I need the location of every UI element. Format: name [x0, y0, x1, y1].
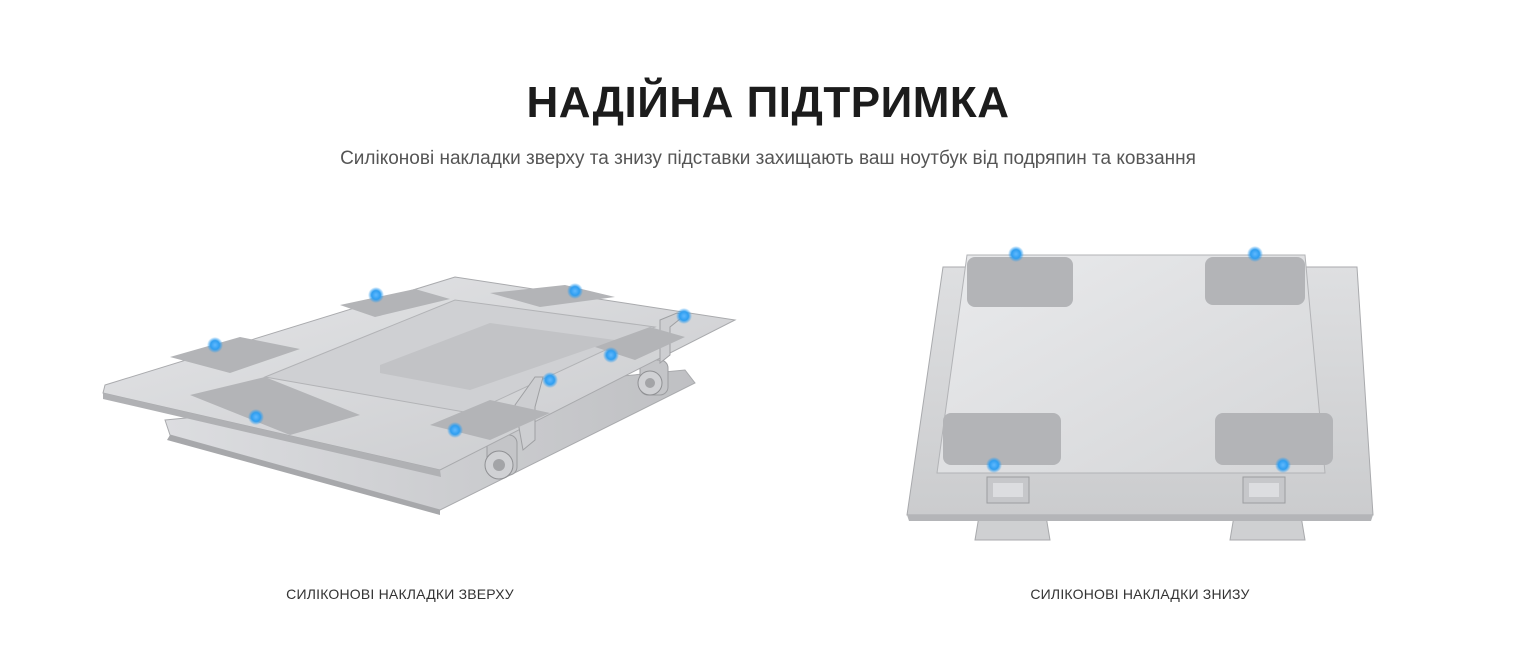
pad-markers	[986, 246, 1291, 473]
hinge-right	[637, 359, 669, 396]
pad-markers	[207, 283, 692, 438]
top-pads	[170, 285, 685, 440]
caption-top-pads: СИЛІКОНОВІ НАКЛАДКИ ЗВЕРХУ	[286, 586, 514, 602]
pad-bottom-right	[1215, 413, 1333, 465]
page-title: НАДІЙНА ПІДТРИМКА	[526, 78, 1010, 127]
pad-2	[340, 289, 450, 317]
caption-bottom-pads: СИЛІКОНОВІ НАКЛАДКИ ЗНИЗУ	[1030, 586, 1250, 602]
bottom-pads	[943, 257, 1333, 465]
page-subtitle: Силіконові накладки зверху та знизу підс…	[340, 148, 1196, 169]
pad-3	[490, 285, 615, 307]
stand-bottom-view-image	[895, 245, 1385, 545]
pad-5	[190, 377, 360, 435]
pad-top-right	[1205, 257, 1305, 305]
pad-1	[170, 337, 300, 373]
pad-bottom-left	[943, 413, 1061, 465]
pad-top-left	[967, 257, 1073, 307]
hinges	[986, 476, 1286, 504]
stand-top-view-image	[95, 265, 745, 535]
